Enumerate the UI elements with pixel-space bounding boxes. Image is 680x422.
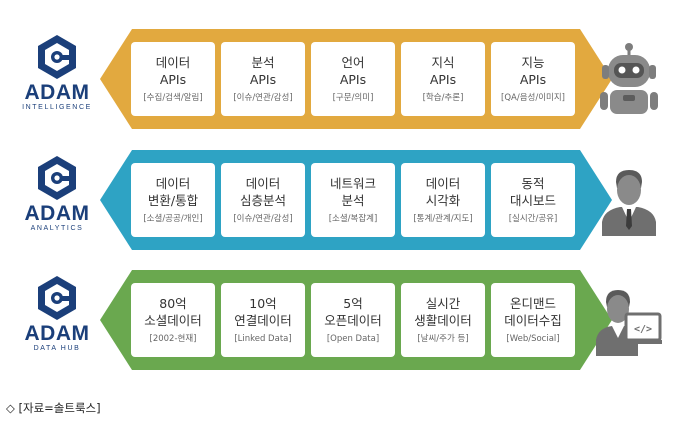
card-linked-data: 10억 연결데이터 [Linked Data] <box>221 283 305 357</box>
card-network-analysis: 네트워크 분석 [소셜/복잡계] <box>311 163 395 237</box>
card-subtitle: [소셜/공공/개인] <box>143 214 203 224</box>
card-title: 지능 APIs <box>519 55 547 87</box>
card-ondemand-data: 온디맨드 데이터수집 [Web/Social] <box>491 283 575 357</box>
adam-analytics-logo: ADAM ANALYTICS <box>14 154 100 244</box>
analytics-cards: 데이터 변환/통합 [소셜/공공/개인] 데이터 심층분석 [이슈/연관/감성]… <box>131 163 578 237</box>
card-title: 10억 연결데이터 <box>234 296 292 328</box>
adam-logo-icon <box>38 156 76 200</box>
card-title: 데이터 APIs <box>155 55 191 87</box>
logo-subtitle: DATA HUB <box>33 345 81 352</box>
card-subtitle: [Linked Data] <box>234 334 292 344</box>
card-title: 온디맨드 데이터수집 <box>504 296 562 328</box>
card-title: 네트워크 분석 <box>329 176 376 208</box>
card-subtitle: [날씨/주가 등] <box>417 334 469 344</box>
card-knowledge-apis: 지식 APIs [학습/추론] <box>401 42 485 116</box>
card-title: 실시간 생활데이터 <box>414 296 472 328</box>
logo-name: ADAM <box>24 322 90 345</box>
card-subtitle: [2002-현재] <box>149 334 197 344</box>
businessman-icon <box>602 170 656 236</box>
adam-datahub-logo: ADAM DATA HUB <box>14 274 100 364</box>
card-subtitle: [통계/관계/지도] <box>413 214 473 224</box>
source-caption: ◇ [자료=솔트룩스] <box>6 401 101 415</box>
card-data-transform: 데이터 변환/통합 [소셜/공공/개인] <box>131 163 215 237</box>
intelligence-row: ADAM INTELLIGENCE 데이터 APIs [수집/검색/알림] 분석… <box>0 29 680 129</box>
logo-subtitle: ANALYTICS <box>30 225 84 232</box>
adam-logo-icon <box>38 35 76 79</box>
intelligence-cards: 데이터 APIs [수집/검색/알림] 분석 APIs [이슈/연관/감성] 언… <box>131 42 578 116</box>
card-subtitle: [이슈/연관/감성] <box>233 214 293 224</box>
card-analysis-apis: 분석 APIs [이슈/연관/감성] <box>221 42 305 116</box>
card-subtitle: [QA/음성/이미지] <box>501 93 565 103</box>
card-title: 데이터 시각화 <box>425 176 461 208</box>
svg-text:</>: </> <box>634 324 652 335</box>
card-title: 데이터 변환/통합 <box>147 176 199 208</box>
datahub-row: ADAM DATA HUB 80억 소셜데이터 [2002-현재] 10억 연결… <box>0 270 680 370</box>
card-deep-analysis: 데이터 심층분석 [이슈/연관/감성] <box>221 163 305 237</box>
card-title: 지식 APIs <box>429 55 457 87</box>
analytics-row: ADAM ANALYTICS 데이터 변환/통합 [소셜/공공/개인] 데이터 … <box>0 150 680 250</box>
robot-icon <box>600 43 658 114</box>
card-title: 데이터 심층분석 <box>239 176 286 208</box>
adam-logo-icon <box>38 276 76 320</box>
card-title: 언어 APIs <box>339 55 367 87</box>
card-dashboard: 동적 대시보드 [실시간/공유] <box>491 163 575 237</box>
card-subtitle: [Open Data] <box>326 334 380 344</box>
datahub-cards: 80억 소셜데이터 [2002-현재] 10억 연결데이터 [Linked Da… <box>131 283 578 357</box>
card-visualization: 데이터 시각화 [통계/관계/지도] <box>401 163 485 237</box>
card-subtitle: [실시간/공유] <box>508 214 558 224</box>
card-data-apis: 데이터 APIs [수집/검색/알림] <box>131 42 215 116</box>
card-title: 80억 소셜데이터 <box>144 296 202 328</box>
logo-name: ADAM <box>24 81 90 104</box>
card-subtitle: [수집/검색/알림] <box>143 93 203 103</box>
card-realtime-data: 실시간 생활데이터 [날씨/주가 등] <box>401 283 485 357</box>
logo-name: ADAM <box>24 202 90 225</box>
card-title: 동적 대시보드 <box>509 176 556 208</box>
card-language-apis: 언어 APIs [구문/의미] <box>311 42 395 116</box>
card-subtitle: [소셜/복잡계] <box>328 214 378 224</box>
card-title: 분석 APIs <box>249 55 277 87</box>
developer-icon: </> <box>596 290 662 356</box>
card-subtitle: [Web/Social] <box>506 334 560 344</box>
logo-subtitle: INTELLIGENCE <box>22 104 92 111</box>
card-subtitle: [구문/의미] <box>332 93 374 103</box>
card-title: 5억 오픈데이터 <box>324 296 382 328</box>
card-social-data: 80억 소셜데이터 [2002-현재] <box>131 283 215 357</box>
card-intelligence-apis: 지능 APIs [QA/음성/이미지] <box>491 42 575 116</box>
adam-intelligence-logo: ADAM INTELLIGENCE <box>14 33 100 123</box>
card-subtitle: [이슈/연관/감성] <box>233 93 293 103</box>
card-open-data: 5억 오픈데이터 [Open Data] <box>311 283 395 357</box>
card-subtitle: [학습/추론] <box>422 93 464 103</box>
